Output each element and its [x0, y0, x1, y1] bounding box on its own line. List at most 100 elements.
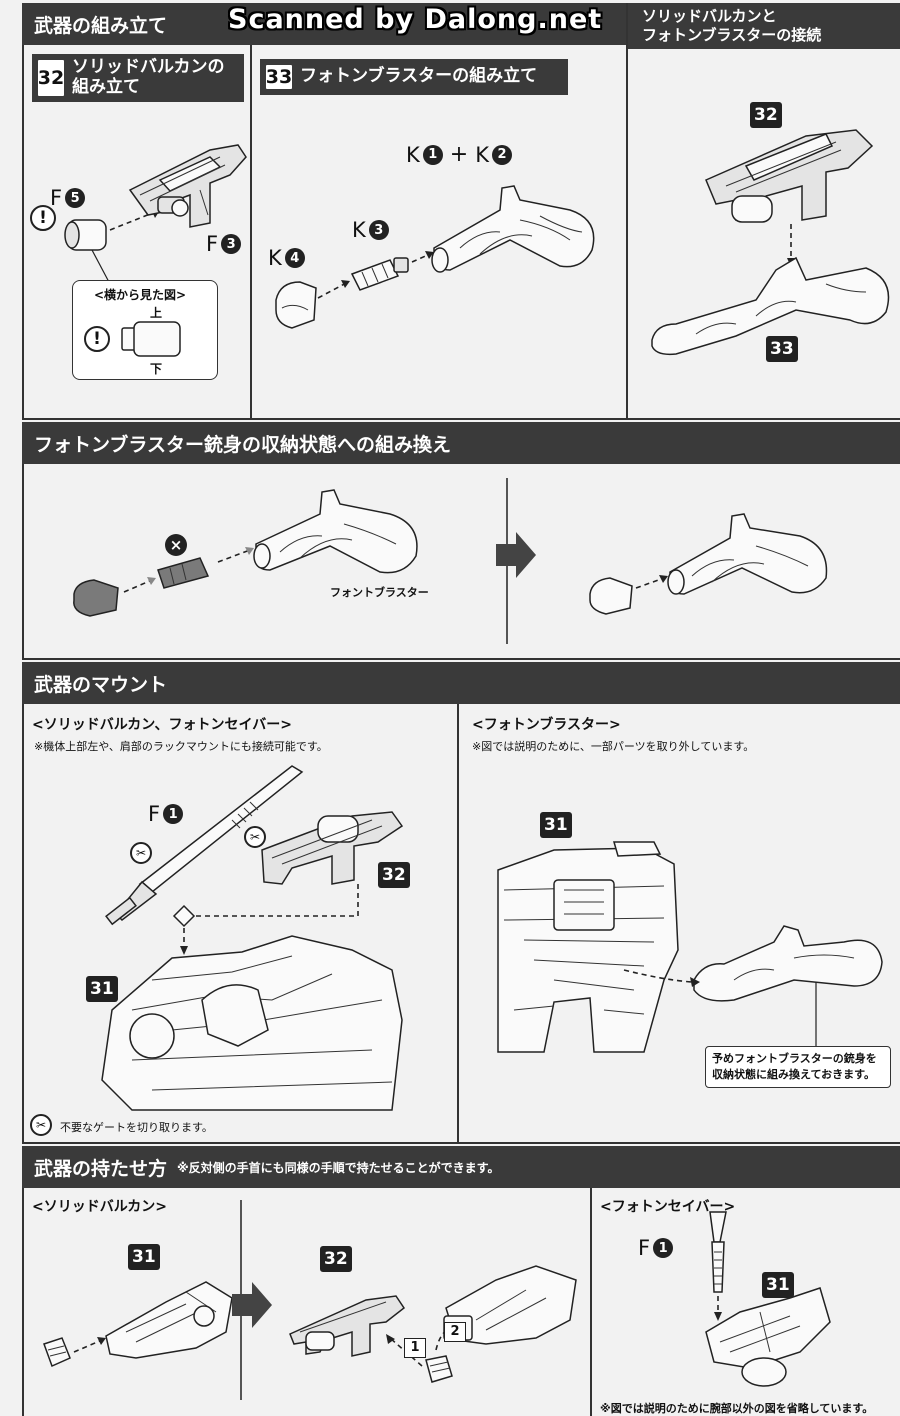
leader-line: [91, 249, 111, 285]
hold-left-illustration: [43, 1281, 233, 1368]
step-33-header: 33 フォトンブラスターの組み立て: [260, 59, 568, 95]
hold-left-title: <ソリッドバルカン>: [32, 1199, 168, 1215]
part-number: 5: [65, 188, 86, 208]
part-letter: F: [148, 802, 161, 826]
storage-before-illustration: [73, 489, 418, 617]
plus-sign: +: [449, 142, 469, 167]
storage-after-illustration: [589, 513, 828, 615]
divider: [22, 464, 24, 660]
warning-icon: !: [30, 205, 56, 231]
side-view-title: <横から見た図>: [94, 288, 187, 302]
part-number: 3: [221, 234, 242, 254]
section-title-assembly-text: 武器の組み立て: [34, 14, 168, 37]
divider: [22, 704, 24, 1144]
step-33-number: 33: [264, 63, 294, 91]
part-letter: F: [206, 232, 219, 256]
section-title-hold-text: 武器の持たせ方: [34, 1157, 168, 1180]
divider: [457, 704, 459, 1144]
part-letter: K: [268, 246, 282, 270]
section-title-mount: 武器のマウント: [22, 662, 900, 704]
divider: [22, 1142, 900, 1144]
step-32-title-line1: ソリッドバルカンの: [72, 57, 225, 78]
step-32-title-line2: 組み立て: [72, 77, 140, 97]
cut-gate-icon: ✂: [30, 1114, 52, 1136]
part-letter: K: [406, 142, 420, 167]
solid-vulcan-illustration: [64, 144, 247, 251]
order-box-1: 1: [404, 1338, 426, 1358]
cut-gate-icon: ✂: [244, 826, 266, 848]
part-number: 1: [163, 804, 184, 824]
step-32-number: 32: [36, 58, 66, 98]
mount-left-note: ※機体上部左や、肩部のラックマウントにも接続可能です。: [34, 740, 328, 753]
part-letter: K: [475, 142, 489, 167]
hold-right-illustration: [705, 1211, 831, 1387]
mount-right-illustration: [497, 841, 883, 1053]
part-letter: F: [638, 1236, 651, 1260]
connect-illustration: [651, 129, 890, 356]
hold-transition-arrow: [232, 1282, 272, 1328]
gate-note: 不要なゲートを切り取ります。: [60, 1121, 213, 1134]
photon-blaster-assembly-illustration: [275, 185, 595, 329]
mount-right-note: ※図では説明のために、一部パーツを取り外しています。: [472, 740, 755, 753]
hold-bottom-note: ※図では説明のために腕部以外の図を省略しています。: [600, 1402, 874, 1415]
transition-arrow: [496, 532, 536, 578]
watermark-bar: [208, 3, 626, 45]
hold-right-title: <フォトンセイバー>: [600, 1199, 736, 1215]
storage-part-label: フォントブラスター: [330, 586, 429, 599]
part-letter: F: [50, 186, 63, 210]
order-number-1: 1: [410, 1340, 420, 1355]
divider: [22, 658, 900, 660]
part-tag-32: 32: [320, 1246, 352, 1272]
step-32-title: ソリッドバルカンの 組み立て: [70, 54, 233, 102]
divider: [22, 418, 900, 420]
divider: [590, 1188, 592, 1416]
part-tag-33: 33: [766, 336, 798, 362]
mount-left-title: <ソリッドバルカン、フォトンセイバー>: [32, 717, 292, 733]
section-title-hold-note: ※反対側の手首にも同様の手順で持たせることができます。: [177, 1160, 500, 1175]
cut-gate-icon: ✂: [130, 842, 152, 864]
part-letter: K: [352, 218, 366, 242]
part-number: 1: [422, 144, 443, 165]
step-33-title: フォトンブラスターの組み立て: [300, 66, 538, 87]
callout-line1: 予めフォントブラスターの銃身を: [712, 1052, 877, 1065]
divider: [250, 45, 252, 420]
section-title-connect-line1: ソリッドバルカンと: [642, 7, 777, 26]
side-view-warning-icon: !: [84, 326, 110, 352]
order-box-2: 2: [444, 1322, 466, 1342]
section-title-hold: 武器の持たせ方 ※反対側の手首にも同様の手順で持たせることができます。: [22, 1146, 900, 1188]
section-title-connect: ソリッドバルカンと フォトンブラスターの接続: [628, 3, 900, 49]
mount-callout: 予めフォントブラスターの銃身を 収納状態に組み換えておきます。: [705, 1046, 891, 1088]
section-title-assembly: 武器の組み立て: [22, 3, 208, 45]
mount-left-illustration: [101, 765, 404, 1111]
section-title-storage: フォトンブラスター銃身の収納状態への組み換え: [22, 422, 900, 464]
hold-middle-illustration: [289, 1265, 577, 1383]
step-32-header: 32 ソリッドバルカンの 組み立て: [32, 54, 244, 102]
callout-line2: 収納状態に組み換えておきます。: [712, 1067, 876, 1081]
part-tag-32: 32: [378, 862, 410, 888]
part-number: 3: [368, 220, 389, 240]
side-view-top-label: 上: [150, 306, 163, 320]
mount-right-title: <フォトンブラスター>: [472, 717, 621, 733]
side-view-part: [121, 321, 181, 357]
part-number: 4: [284, 248, 305, 268]
side-view-bottom-label: 下: [150, 362, 163, 376]
part-tag-32: 32: [750, 102, 782, 128]
x-mark-icon: ×: [165, 534, 187, 556]
part-number: 2: [492, 144, 512, 165]
section-title-storage-text: フォトンブラスター銃身の収納状態への組み換え: [34, 433, 452, 456]
section-title-connect-line2: フォトンブラスターの接続: [642, 26, 822, 44]
order-number-2: 2: [450, 1324, 460, 1339]
section-title-mount-text: 武器のマウント: [34, 673, 168, 696]
part-tag-31: 31: [540, 812, 572, 838]
part-tag-31: 31: [762, 1272, 794, 1298]
watermark: Scanned by Dalong.net: [228, 4, 603, 35]
divider: [22, 1188, 24, 1416]
divider: [626, 3, 628, 420]
